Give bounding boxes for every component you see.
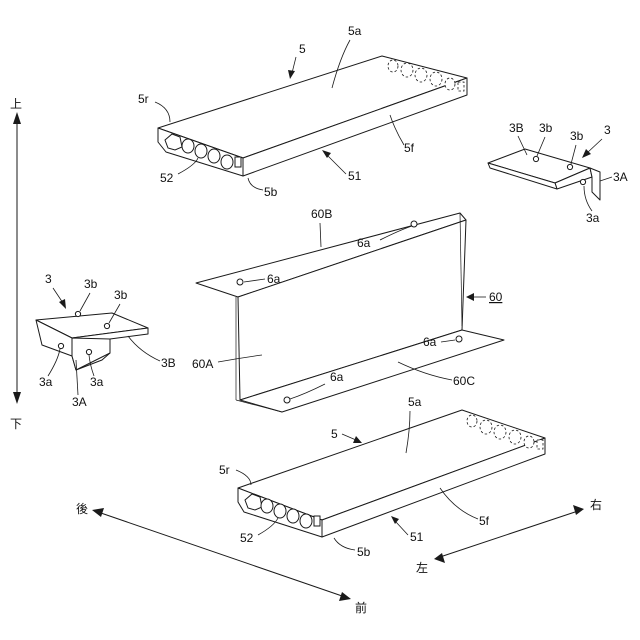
zbeam-hole-top-right-label: 6a — [357, 236, 371, 250]
lower-beam-ref-label: 5 — [331, 427, 338, 441]
left-bracket-top-label: 3B — [161, 356, 176, 370]
upper-beam-arrow-label: 51 — [348, 169, 362, 183]
right-bracket-side-label: 3A — [613, 170, 628, 184]
direction-up-label: 上 — [10, 97, 22, 111]
right-bracket-a-label: 3a — [586, 211, 600, 225]
lower-beam-holes-label: 52 — [240, 531, 254, 545]
left-bracket — [36, 311, 148, 370]
direction-left-label: 左 — [416, 560, 428, 575]
zbeam-hole-top-left-label: 6a — [267, 272, 281, 286]
lower-beam-bottom-label: 5b — [357, 545, 371, 559]
zbeam-bottom-label: 60C — [453, 374, 475, 388]
lower-beam-front-label: 5f — [479, 514, 490, 528]
upper-beam — [158, 56, 467, 176]
vertical-direction-arrow — [13, 112, 21, 404]
zbeam-web-label: 60A — [192, 357, 213, 371]
upper-beam-ref-label: 5 — [299, 42, 306, 56]
left-right-direction-arrow — [434, 505, 584, 563]
right-bracket-b1-label: 3b — [539, 121, 553, 135]
zbeam-top-label: 60B — [311, 207, 332, 221]
left-bracket-side-label: 3A — [72, 395, 87, 409]
lower-beam — [238, 410, 545, 537]
lower-beam-arrow-label: 51 — [410, 530, 424, 544]
direction-front-label: 前 — [355, 600, 367, 615]
upper-beam-front-label: 5f — [404, 141, 415, 155]
right-bracket-ref-label: 3 — [604, 123, 611, 137]
direction-down-label: 下 — [10, 417, 22, 431]
right-bracket-b2-label: 3b — [570, 129, 584, 143]
zbeam-ref-label: 60 — [489, 290, 503, 304]
lower-beam-rear-label: 5r — [219, 463, 230, 477]
left-bracket-b1-label: 3b — [84, 277, 98, 291]
left-bracket-ref-label: 3 — [45, 272, 52, 286]
left-bracket-a2-label: 3a — [90, 375, 104, 389]
upper-beam-rear-label: 5r — [138, 92, 149, 106]
direction-right-label: 右 — [590, 497, 602, 512]
upper-beam-bottom-label: 5b — [264, 185, 278, 199]
upper-beam-holes-label: 52 — [160, 171, 174, 185]
direction-back-label: 後 — [76, 502, 88, 516]
lower-beam-top-label: 5a — [408, 395, 422, 409]
left-bracket-a1-label: 3a — [39, 375, 53, 389]
left-bracket-b2-label: 3b — [114, 288, 128, 302]
zbeam-hole-bottom-right-label: 6a — [423, 335, 437, 349]
upper-beam-top-label: 5a — [348, 24, 362, 38]
right-bracket-top-label: 3B — [509, 121, 524, 135]
zbeam-hole-bottom-left-label: 6a — [330, 370, 344, 384]
